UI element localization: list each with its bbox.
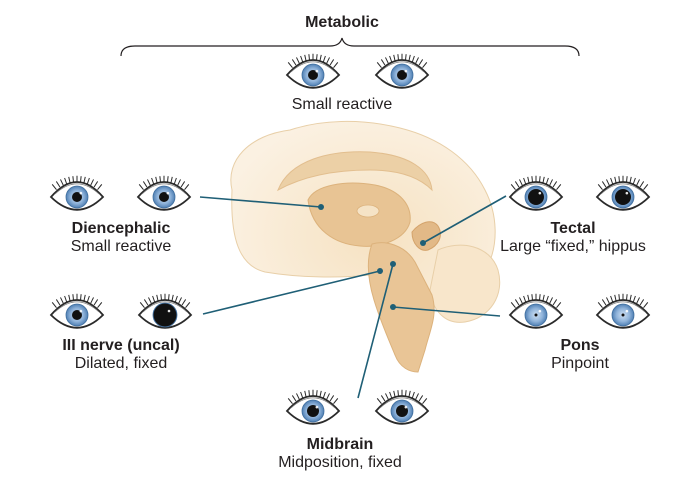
diencephalic-eye-right bbox=[136, 175, 192, 211]
metabolic-eye-left bbox=[285, 53, 341, 89]
metabolic-label: Metabolic bbox=[270, 14, 414, 32]
leader-midbrain bbox=[357, 263, 394, 399]
diencephalic-title: Diencephalic bbox=[71, 220, 171, 237]
leader-tectal bbox=[422, 195, 507, 244]
leader-uncal bbox=[202, 270, 381, 315]
leader-dots bbox=[318, 204, 426, 310]
metabolic-eye-right bbox=[374, 53, 430, 89]
metabolic-title: Metabolic bbox=[305, 14, 379, 31]
midbrain-eye-right bbox=[374, 389, 430, 425]
leader-lines bbox=[199, 195, 507, 399]
uncal-eye-left bbox=[49, 293, 105, 329]
pons-desc: Pinpoint bbox=[551, 355, 609, 373]
diencephalic-label: Diencephalic Small reactive bbox=[40, 220, 202, 257]
midbrain-eye-left bbox=[285, 389, 341, 425]
pons-title: Pons bbox=[560, 337, 600, 354]
metabolic-bracket bbox=[120, 37, 580, 57]
diencephalic-desc: Small reactive bbox=[70, 238, 172, 256]
metabolic-desc: Small reactive bbox=[291, 96, 393, 113]
pons-label: Pons Pinpoint bbox=[520, 337, 640, 374]
cerebellum bbox=[429, 244, 501, 323]
uncal-title: III nerve (uncal) bbox=[62, 337, 180, 354]
metabolic-desc-label: Small reactive bbox=[260, 96, 424, 114]
diencephalic-eye-left bbox=[49, 175, 105, 211]
leader-pons bbox=[392, 306, 501, 317]
thalamus bbox=[356, 204, 380, 218]
leader-diencephalic bbox=[199, 196, 322, 208]
tectal-title: Tectal bbox=[550, 220, 596, 237]
tectal-label: Tectal Large “fixed,” hippus bbox=[478, 220, 668, 257]
uncal-label: III nerve (uncal) Dilated, fixed bbox=[28, 337, 214, 374]
tectal-eye-right bbox=[595, 175, 651, 211]
uncal-desc: Dilated, fixed bbox=[74, 355, 168, 373]
eyes-layer bbox=[49, 53, 651, 425]
midbrain-label: Midbrain Midposition, fixed bbox=[250, 436, 430, 473]
tectal-eye-left bbox=[508, 175, 564, 211]
tectal-desc: Large “fixed,” hippus bbox=[500, 238, 646, 256]
uncal-eye-right bbox=[137, 293, 193, 329]
midbrain-title: Midbrain bbox=[306, 436, 374, 453]
pons-eye-left bbox=[508, 293, 564, 329]
pons-eye-right bbox=[595, 293, 651, 329]
midbrain-desc: Midposition, fixed bbox=[278, 454, 402, 472]
brain-sagittal bbox=[230, 120, 501, 373]
corpus-callosum bbox=[277, 151, 433, 192]
tectum bbox=[411, 221, 441, 251]
